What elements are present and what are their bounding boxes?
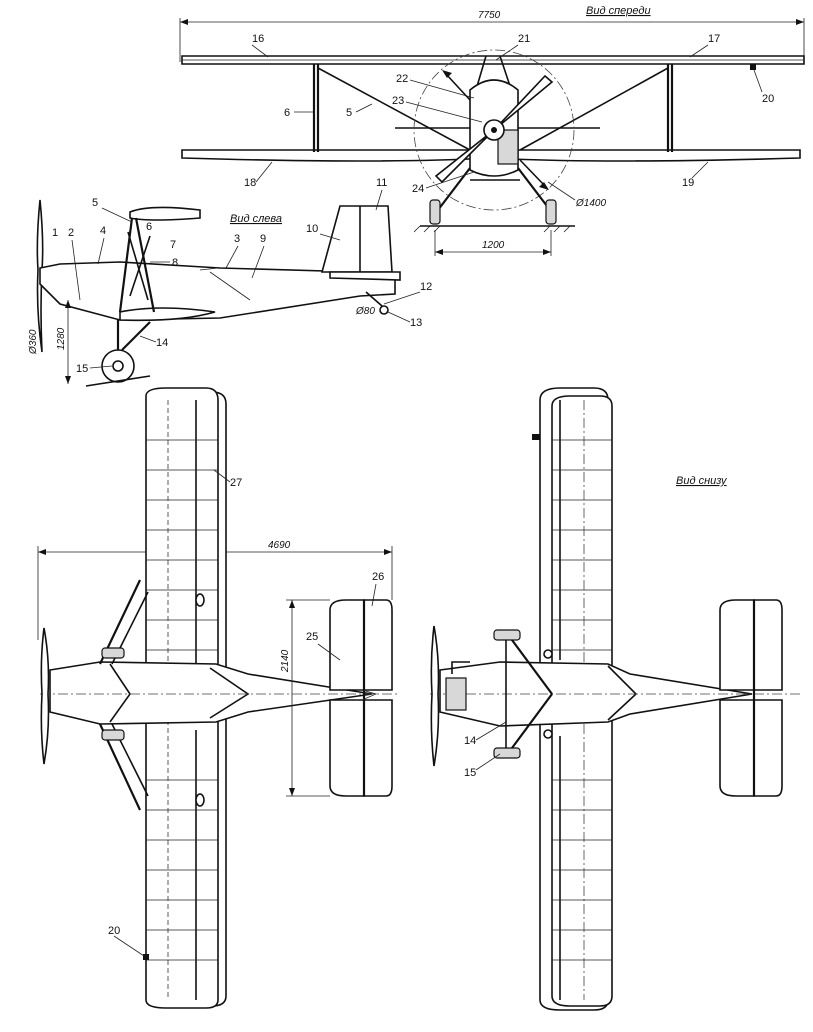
callout-16: 16 bbox=[252, 33, 264, 45]
callout-17: 17 bbox=[708, 33, 720, 45]
callout-15-side: 15 bbox=[76, 363, 88, 375]
callout-9: 9 bbox=[260, 233, 266, 245]
callout-3: 3 bbox=[234, 233, 240, 245]
callout-20-top: 20 bbox=[108, 925, 120, 937]
dim-length: 4690 bbox=[268, 540, 291, 551]
dim-span: 7750 bbox=[478, 10, 501, 21]
front-view: 7750 Вид спереди bbox=[179, 5, 805, 256]
callout-13: 13 bbox=[410, 317, 422, 329]
callout-23: 23 bbox=[392, 95, 404, 107]
top-view: 4690 bbox=[37, 387, 400, 1009]
callout-5-side: 5 bbox=[92, 197, 98, 209]
callout-25: 25 bbox=[306, 631, 318, 643]
callout-11: 11 bbox=[376, 177, 387, 189]
dim-height: 1280 bbox=[56, 327, 67, 350]
callout-14-side: 14 bbox=[156, 337, 168, 349]
dim-prop-disc: Ø1400 bbox=[575, 198, 606, 209]
callout-24: 24 bbox=[412, 183, 424, 195]
callout-4: 4 bbox=[100, 225, 106, 237]
callout-15-bottom: 15 bbox=[464, 767, 476, 779]
dim-stab-span: 2140 bbox=[280, 649, 291, 673]
callout-14-bottom: 14 bbox=[464, 735, 476, 747]
callout-10: 10 bbox=[306, 223, 318, 235]
callout-2: 2 bbox=[68, 227, 74, 239]
side-view: Вид слева 1280 Ø360 Ø80 bbox=[28, 177, 432, 387]
callout-1: 1 bbox=[52, 227, 58, 239]
callout-20-front: 20 bbox=[762, 93, 774, 105]
callout-5-front: 5 bbox=[346, 107, 352, 119]
callout-21: 21 bbox=[518, 33, 530, 45]
callout-22: 22 bbox=[396, 73, 408, 85]
callout-6-side: 6 bbox=[146, 221, 152, 233]
callout-18: 18 bbox=[244, 177, 256, 189]
bottom-view: Вид снизу 14 15 bbox=[430, 387, 800, 1011]
callout-19: 19 bbox=[682, 177, 694, 189]
dim-wheel: Ø360 bbox=[28, 329, 39, 355]
title-bottom-view: Вид снизу bbox=[676, 475, 728, 487]
dim-track: 1200 bbox=[482, 240, 505, 251]
callout-6-front: 6 bbox=[284, 107, 290, 119]
callout-27: 27 bbox=[230, 477, 242, 489]
callout-8: 8 bbox=[172, 257, 178, 269]
title-side-view: Вид слева bbox=[230, 213, 282, 225]
callout-12: 12 bbox=[420, 281, 432, 293]
title-front-view: Вид спереди bbox=[586, 5, 651, 17]
callout-7: 7 bbox=[170, 239, 176, 251]
callout-26: 26 bbox=[372, 571, 384, 583]
dim-tail-wheel: Ø80 bbox=[355, 306, 375, 317]
